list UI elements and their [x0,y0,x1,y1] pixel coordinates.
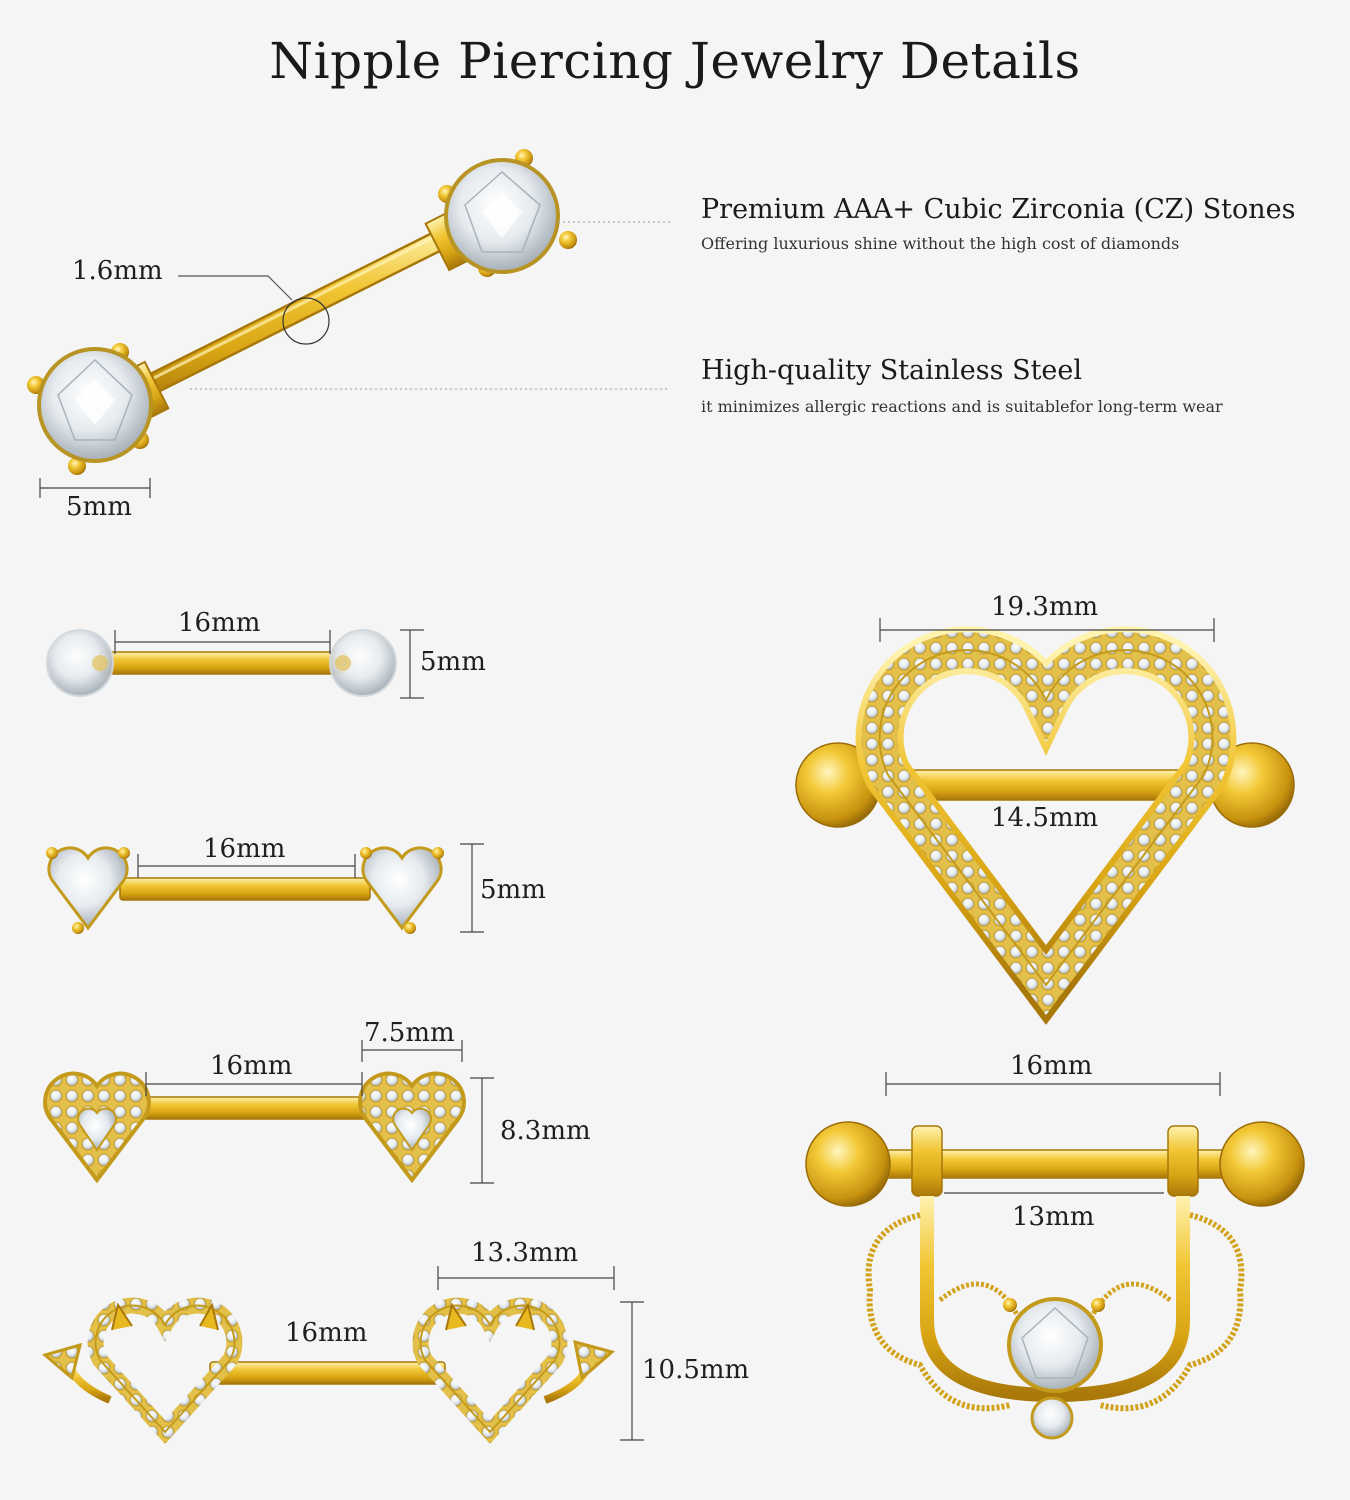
dim-bar4-length: 16mm [285,1318,368,1348]
dim-shield-heart-inner: 14.5mm [991,803,1099,833]
barbell-pave-heart [43,1040,494,1184]
main-barbell [27,149,670,498]
dim-bar2-length: 16mm [203,834,286,864]
page-title: Nipple Piercing Jewelry Details [269,32,1081,90]
feature-desc-steel: it minimizes allergic reactions and is s… [701,397,1223,416]
dim-bar4-height: 10.5mm [642,1355,750,1385]
shield-heart [795,618,1295,1025]
dim-shield-lace-inner: 13mm [1012,1202,1095,1232]
dim-main-stone: 5mm [66,492,132,522]
dim-main-gauge: 1.6mm [72,256,163,286]
dim-bar3-height: 8.3mm [500,1116,591,1146]
dim-bar1-length: 16mm [178,608,261,638]
dim-bar3-width: 7.5mm [364,1018,455,1048]
barbell-clear-ball [46,629,424,699]
dim-shield-lace-length: 16mm [1010,1051,1093,1081]
main-right-stone [424,149,577,277]
dim-shield-heart-width: 19.3mm [991,592,1099,622]
shield-lace [805,1072,1305,1440]
barbell-heart-cz [46,843,484,934]
main-left-stone [27,343,170,475]
barbell-devil-heart [41,1266,644,1444]
feature-title-cz: Premium AAA+ Cubic Zirconia (CZ) Stones [701,194,1296,225]
dim-bar2-height: 5mm [480,875,546,905]
dim-bar1-height: 5mm [420,647,486,677]
dim-bar3-length: 16mm [210,1051,293,1081]
feature-desc-cz: Offering luxurious shine without the hig… [701,234,1180,253]
dim-bar4-width: 13.3mm [471,1238,579,1268]
feature-title-steel: High-quality Stainless Steel [701,355,1083,386]
